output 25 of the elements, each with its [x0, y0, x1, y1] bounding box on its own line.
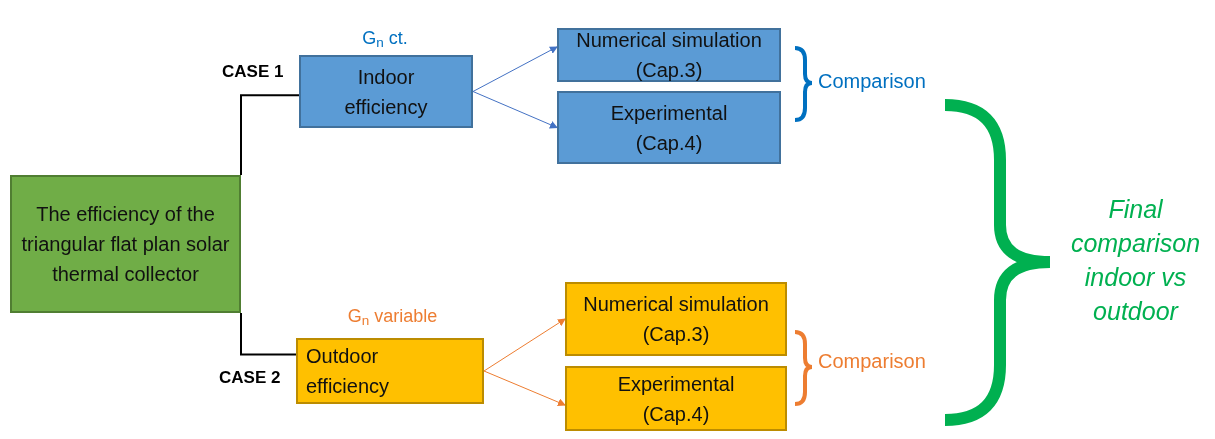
- box-text: Indoor efficiency: [343, 64, 429, 120]
- arrow: [472, 46, 558, 92]
- annotation-text: G$_{n}$ variable: [346, 305, 439, 328]
- box-text: The efficiency of the triangular flat plan solar thermal collector: [20, 202, 231, 287]
- box-text: Numerical simulation (Cap.3): [575, 28, 763, 83]
- annotation-text: Final comparison indoor vs outdoor: [1069, 194, 1202, 327]
- box-text: Outdoor efficiency: [306, 344, 390, 399]
- annotation-text: Comparison: [818, 69, 927, 94]
- arrow: [483, 370, 566, 406]
- arrow: [483, 318, 566, 372]
- annotation-text: Comparison: [818, 349, 927, 374]
- process-box: [565, 282, 787, 356]
- connector-line: [240, 312, 297, 356]
- process-box: [10, 175, 241, 313]
- process-box: [296, 338, 484, 404]
- arrow: [472, 91, 558, 129]
- process-box: [299, 55, 473, 128]
- box-text: Experimental (Cap.4): [609, 100, 729, 156]
- process-box: [557, 91, 781, 164]
- process-box: [565, 366, 787, 431]
- connector-line: [240, 94, 300, 176]
- annotation-text: G$_{n}$ ct.: [361, 27, 409, 50]
- process-box: [557, 28, 781, 82]
- box-text: Numerical simulation (Cap.3): [582, 292, 770, 347]
- box-text: Experimental (Cap.4): [616, 371, 736, 427]
